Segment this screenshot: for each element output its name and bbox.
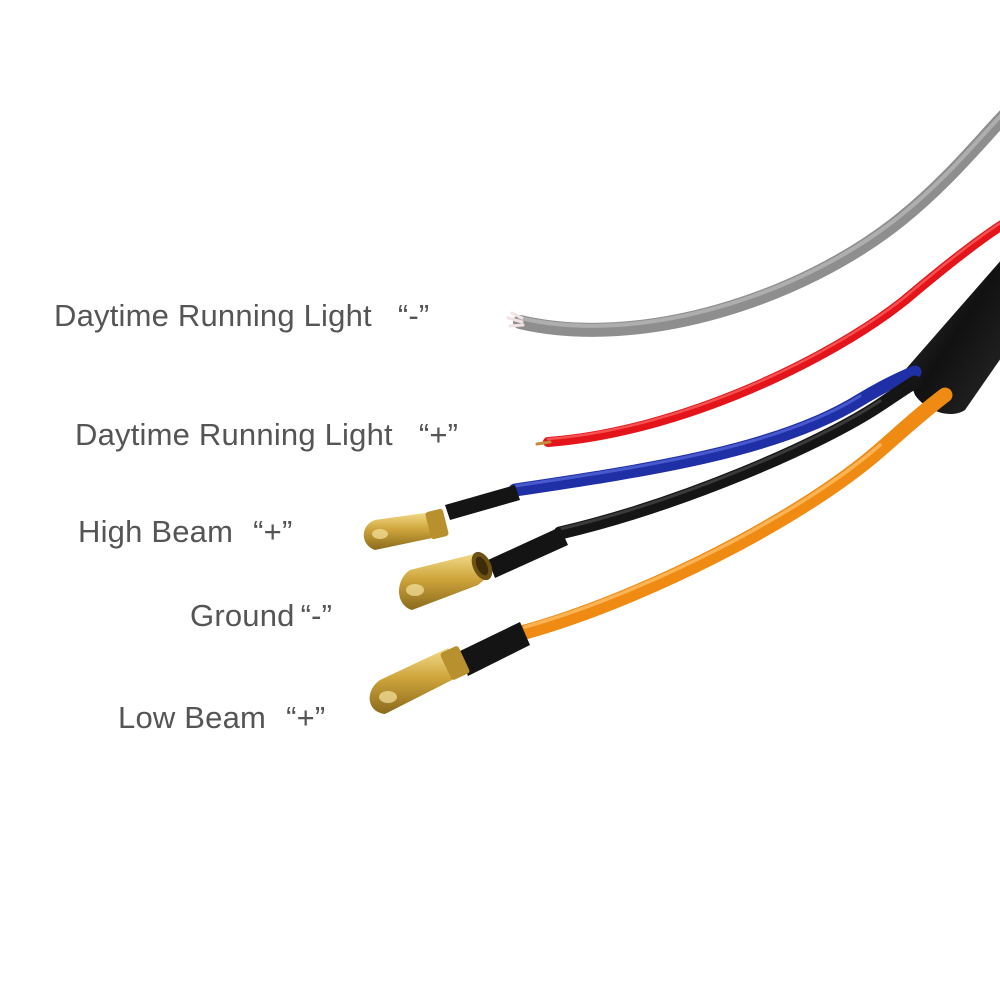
label-high-beam: High Beam “+” [78, 514, 293, 550]
label-drl-negative-polarity: “-” [397, 298, 430, 333]
label-high-beam-text: High Beam [78, 514, 234, 549]
label-drl-positive-polarity: “+” [418, 417, 459, 452]
label-high-beam-polarity: “+” [253, 514, 293, 549]
black-heatshrink [488, 527, 568, 578]
orange-heatshrink [458, 622, 530, 676]
orange-wire [517, 387, 953, 640]
gray-wire [513, 110, 1000, 337]
bullet-connector-ground [398, 551, 493, 610]
label-low-beam: Low Beam “+” [118, 700, 325, 736]
label-drl-positive-text: Daytime Running Light [75, 417, 393, 452]
label-drl-positive: Daytime Running Light “+” [75, 417, 458, 453]
blue-wire [508, 365, 922, 497]
label-ground: Ground“-” [190, 598, 332, 634]
bullet-connector-low-beam [369, 646, 470, 714]
gray-wire-strands [506, 311, 525, 328]
bullet-connector-high-beam [363, 508, 449, 550]
label-low-beam-text: Low Beam [118, 700, 267, 735]
label-ground-text: Ground [190, 598, 295, 633]
label-ground-polarity: “-” [300, 598, 333, 633]
red-wire-strand [535, 440, 552, 446]
label-drl-negative: Daytime Running Light “-” [54, 298, 429, 334]
black-wire [553, 375, 922, 540]
black-sheath [905, 261, 1000, 414]
label-drl-negative-text: Daytime Running Light [54, 298, 372, 333]
label-low-beam-polarity: “+” [286, 700, 326, 735]
red-wire [543, 220, 1000, 447]
blue-heatshrink [445, 485, 520, 520]
